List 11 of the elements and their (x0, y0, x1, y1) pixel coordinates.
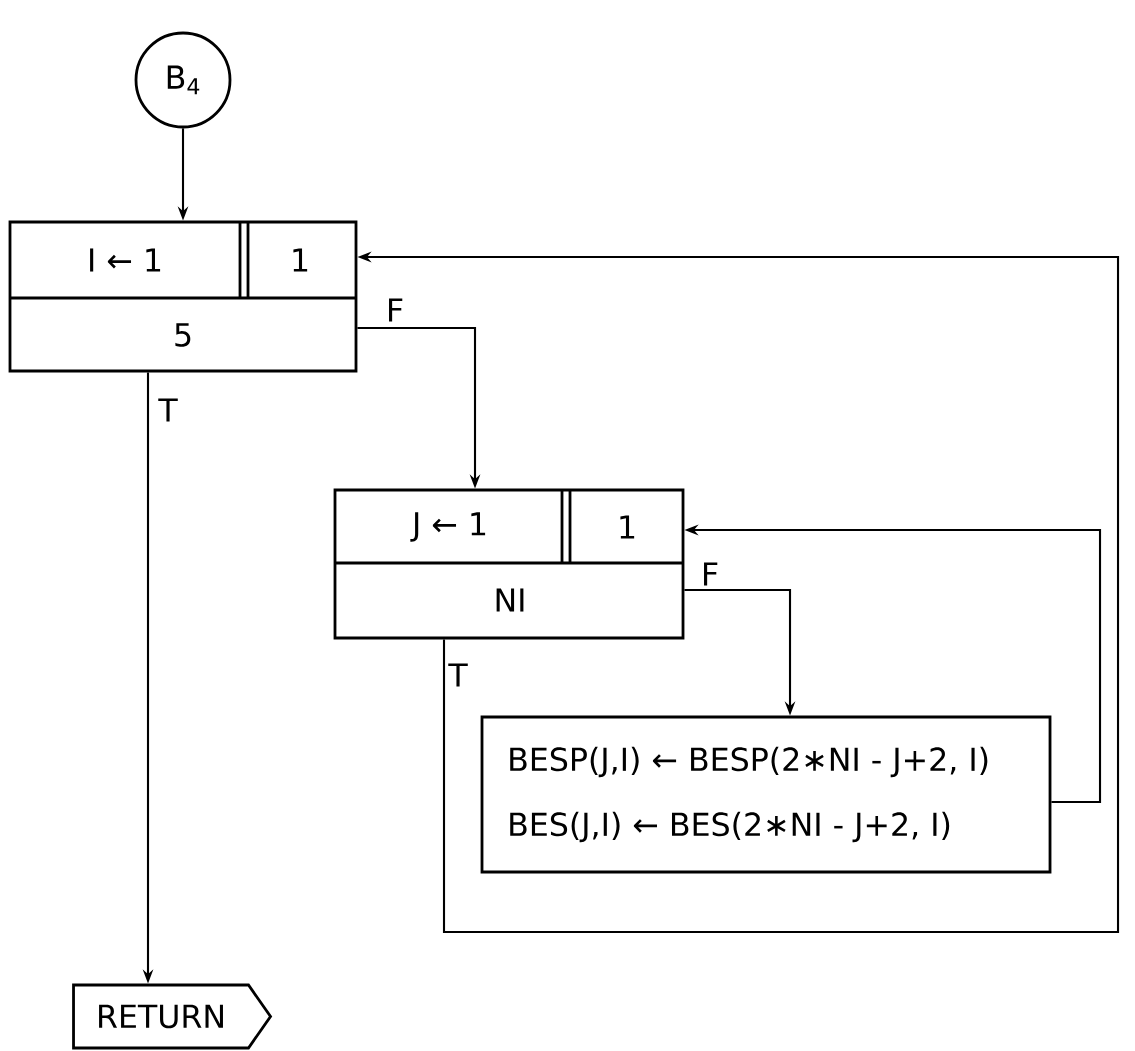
loop-step-text: 1 (293, 248, 308, 272)
loop-init-text: I ← 1 (90, 248, 161, 272)
loop-init-text: J ← 1 (410, 512, 486, 542)
edge-label: T (156, 396, 180, 424)
loop-step-text: 1 (620, 515, 635, 539)
edge-label: F (384, 296, 406, 324)
process-box: BESP(J,I) ← BESP(2∗NI - J+2, I) BES(J,I) ← BES(2∗NI - J+2, I) (480, 715, 1052, 874)
edge-label: F (699, 560, 721, 588)
edge-label: T (446, 661, 470, 689)
loop-limit-text: NI (496, 588, 524, 612)
loop-limit-text: 5 (175, 323, 191, 347)
